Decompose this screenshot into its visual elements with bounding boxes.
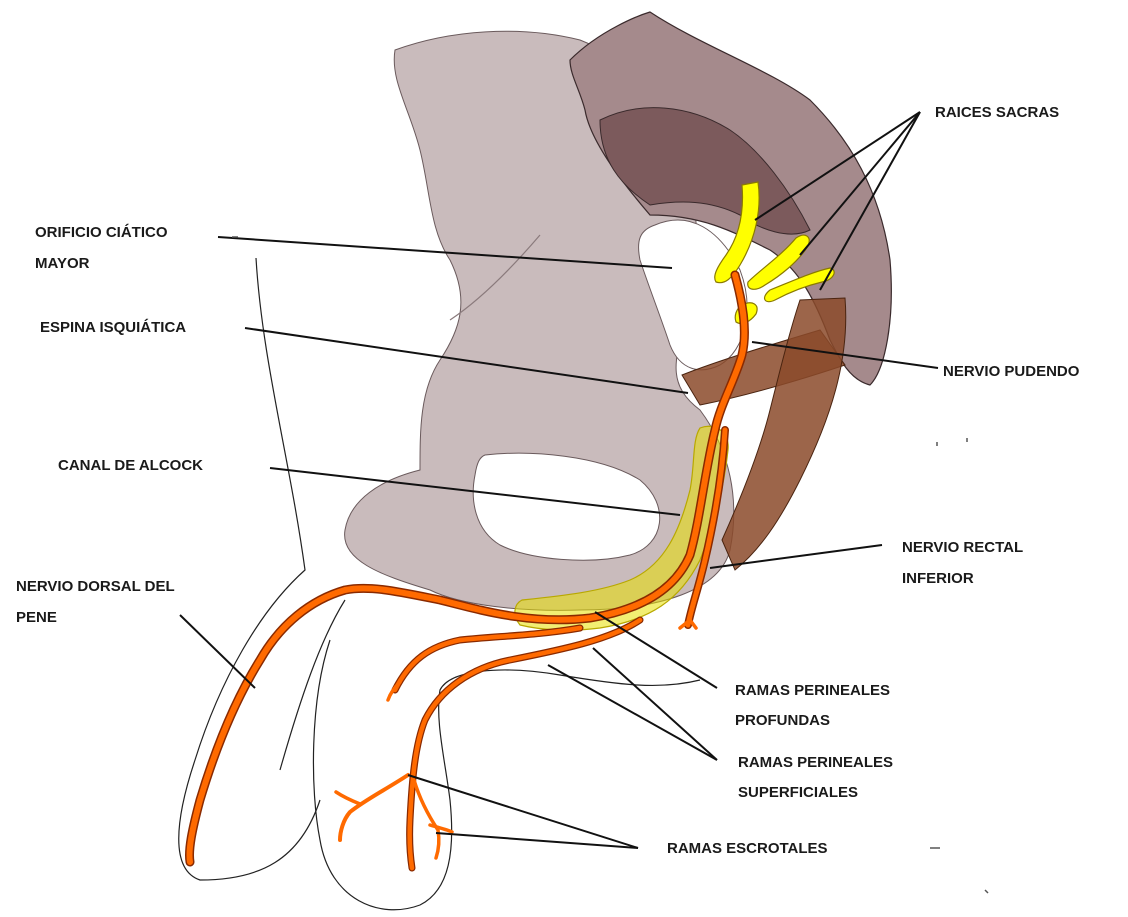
label-ramas-superficiales-line1: RAMAS PERINEALES (738, 754, 893, 771)
label-ramas-profundas-line1: RAMAS PERINEALES (735, 682, 890, 699)
label-ramas-superficiales-line2: SUPERFICIALES (738, 784, 858, 801)
scrotal-branch-4 (430, 825, 452, 832)
stray-mark-4 (985, 890, 988, 893)
scrotum-contour (313, 640, 700, 910)
label-nervio-pudendo: NERVIO PUDENDO (943, 363, 1080, 380)
scrotal-branch-2 (336, 792, 360, 804)
label-nervio-dorsal-line2: PENE (16, 609, 57, 626)
label-ramas-profundas-line2: PROFUNDAS (735, 712, 830, 729)
label-nervio-rectal-line1: NERVIO RECTAL (902, 539, 1023, 556)
label-nervio-dorsal-line1: NERVIO DORSAL DEL (16, 578, 175, 595)
leader-profundas (595, 612, 717, 688)
leader-superficiales-2 (548, 665, 717, 760)
label-orificio-ciatico-line1: ORIFICIO CIÁTICO (35, 224, 168, 241)
scrotal-branch-1 (340, 775, 408, 840)
leader-dorsal (180, 615, 255, 688)
label-orificio-ciatico-line2: MAYOR (35, 255, 90, 272)
leader-superficiales-1 (593, 648, 717, 760)
leader-escrotales-1 (408, 775, 638, 848)
label-nervio-rectal-line2: INFERIOR (902, 570, 974, 587)
leader-escrotales-2 (436, 833, 638, 848)
label-ramas-escrotales: RAMAS ESCROTALES (667, 840, 828, 857)
scrotal-branch-3 (414, 780, 439, 858)
label-raices-sacras: RAICES SACRAS (935, 104, 1059, 121)
label-canal-de-alcock: CANAL DE ALCOCK (58, 457, 203, 474)
label-espina-isquiatica: ESPINA ISQUIÁTICA (40, 319, 186, 336)
